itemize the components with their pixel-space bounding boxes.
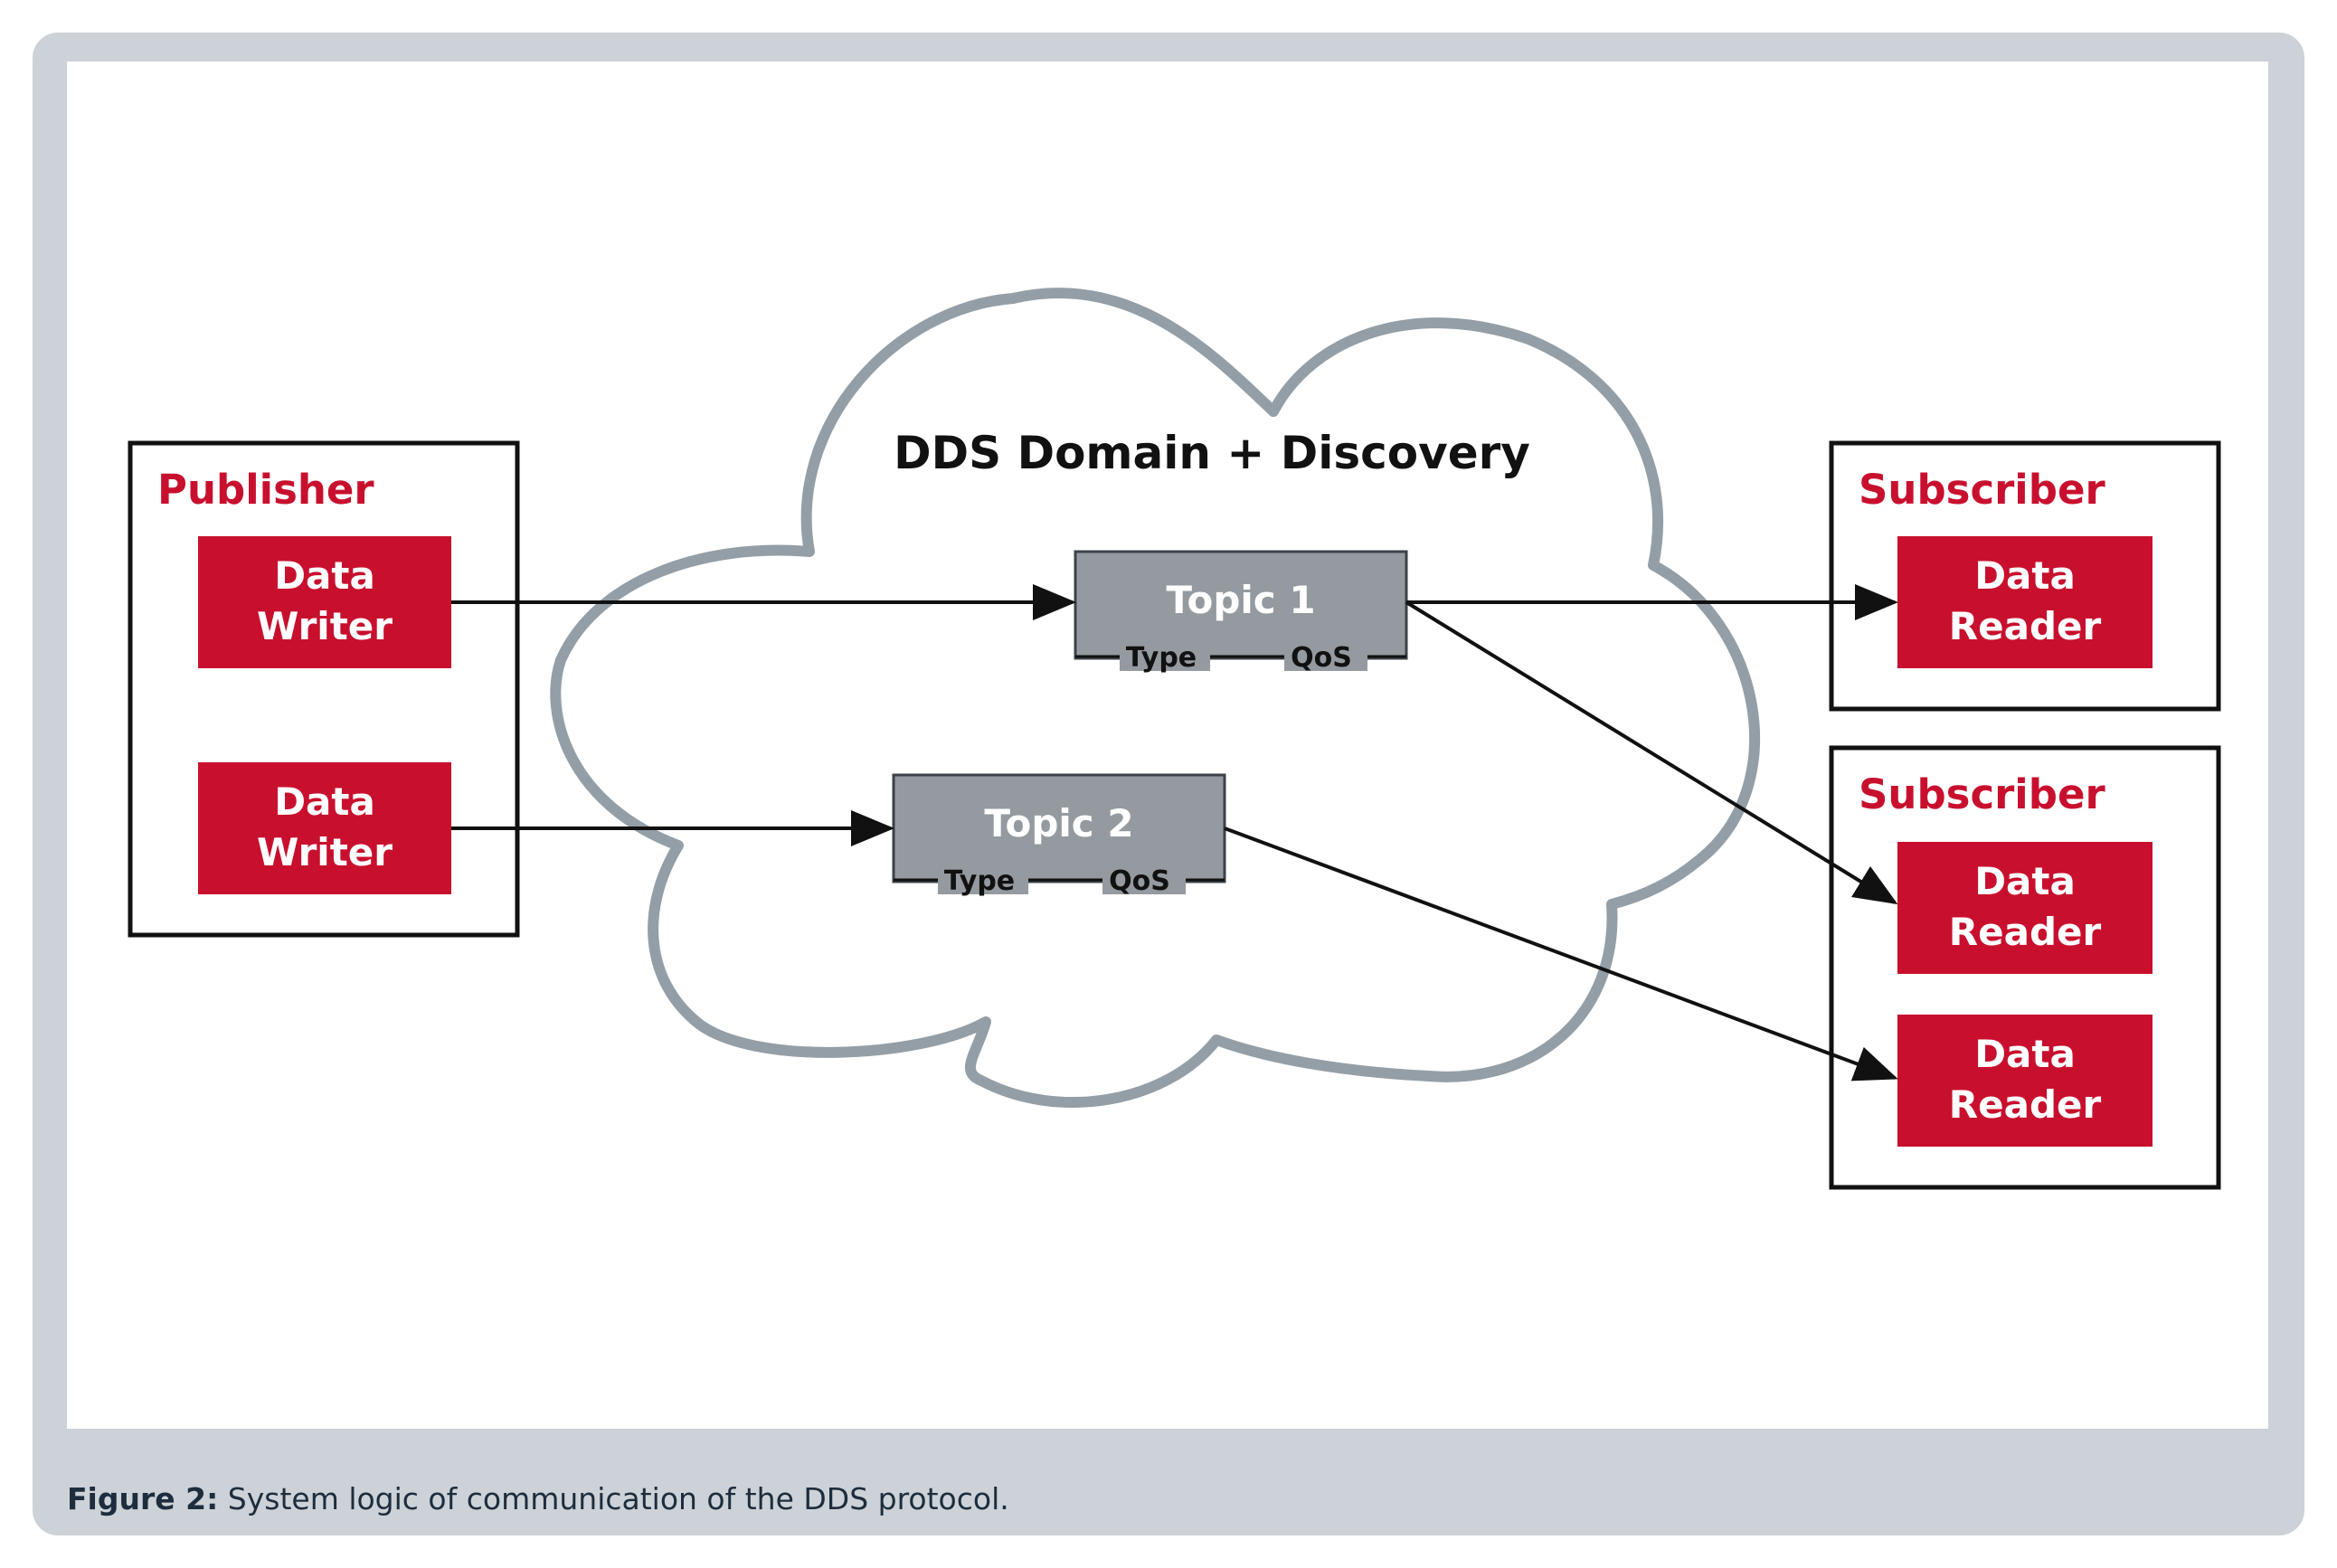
cloud-title: DDS Domain + Discovery xyxy=(894,427,1530,479)
data-reader-3[interactable]: Data Reader xyxy=(1897,1015,2152,1147)
data-reader-2-line2: Reader xyxy=(1949,910,2102,954)
data-writer-1[interactable]: Data Writer xyxy=(198,536,451,668)
data-reader-3-line1: Data xyxy=(1974,1032,2076,1076)
topic-2-type-label: Type xyxy=(944,865,1015,897)
arrow-topic2-to-reader3 xyxy=(1224,827,1898,1082)
topic-2-qos-label: QoS xyxy=(1109,865,1170,897)
topic-1-type-label: Type xyxy=(1126,642,1197,674)
data-writer-2[interactable]: Data Writer xyxy=(198,762,451,894)
caption-label: Figure 2: xyxy=(67,1481,219,1516)
dds-domain-cloud: DDS Domain + Discovery xyxy=(550,288,1761,1108)
data-reader-1-line2: Reader xyxy=(1949,604,2102,648)
figure-caption: Figure 2: System logic of communication … xyxy=(67,1481,1009,1516)
caption-text: System logic of communication of the DDS… xyxy=(227,1481,1009,1516)
topic-1-name: Topic 1 xyxy=(1166,578,1315,622)
topic-1[interactable]: Topic 1 Type QoS xyxy=(1074,550,1408,674)
publisher-title: Publisher xyxy=(157,466,374,514)
subscriber-1-title: Subscriber xyxy=(1859,466,2105,514)
data-reader-1-line1: Data xyxy=(1974,553,2076,598)
arrow-topic1-to-reader2 xyxy=(1405,600,1898,905)
topic-2[interactable]: Topic 2 Type QoS xyxy=(892,773,1226,897)
subscriber-2-box: Subscriber Data Reader Data Reader xyxy=(1829,745,2221,1190)
cloud-outline xyxy=(550,288,1761,1108)
data-writer-2-line1: Data xyxy=(274,779,375,824)
data-writer-2-line2: Writer xyxy=(257,830,393,874)
topic-1-qos-label: QoS xyxy=(1291,642,1352,674)
data-reader-1[interactable]: Data Reader xyxy=(1897,536,2152,668)
data-writer-1-line1: Data xyxy=(274,553,375,598)
data-reader-2-line1: Data xyxy=(1974,859,2076,903)
subscriber-1-box: Subscriber Data Reader xyxy=(1829,440,2221,712)
data-writer-1-line2: Writer xyxy=(257,604,393,648)
publisher-box: Publisher Data Writer Data Writer xyxy=(128,440,520,938)
topic-2-name: Topic 2 xyxy=(984,801,1133,845)
subscriber-2-title: Subscriber xyxy=(1859,770,2105,818)
data-reader-2[interactable]: Data Reader xyxy=(1897,842,2152,974)
data-reader-3-line2: Reader xyxy=(1949,1082,2102,1127)
connection-arrows xyxy=(451,584,1898,1082)
